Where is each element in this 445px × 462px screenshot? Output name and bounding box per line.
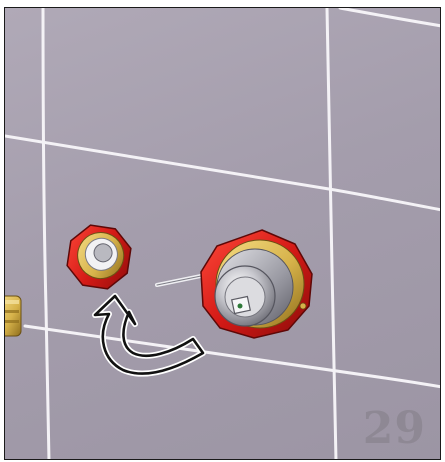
- assembly-illustration: [5, 8, 441, 460]
- counter-clockwise-rotation-arrow-icon: [95, 296, 203, 374]
- brass-pipe-fitting: [5, 296, 21, 336]
- removed-red-cap: [59, 217, 140, 298]
- step-number: 29: [363, 407, 426, 451]
- mounted-valve-assembly: [201, 230, 312, 338]
- illustration-frame: 29: [4, 7, 441, 460]
- tile-grout-lines: [5, 8, 441, 460]
